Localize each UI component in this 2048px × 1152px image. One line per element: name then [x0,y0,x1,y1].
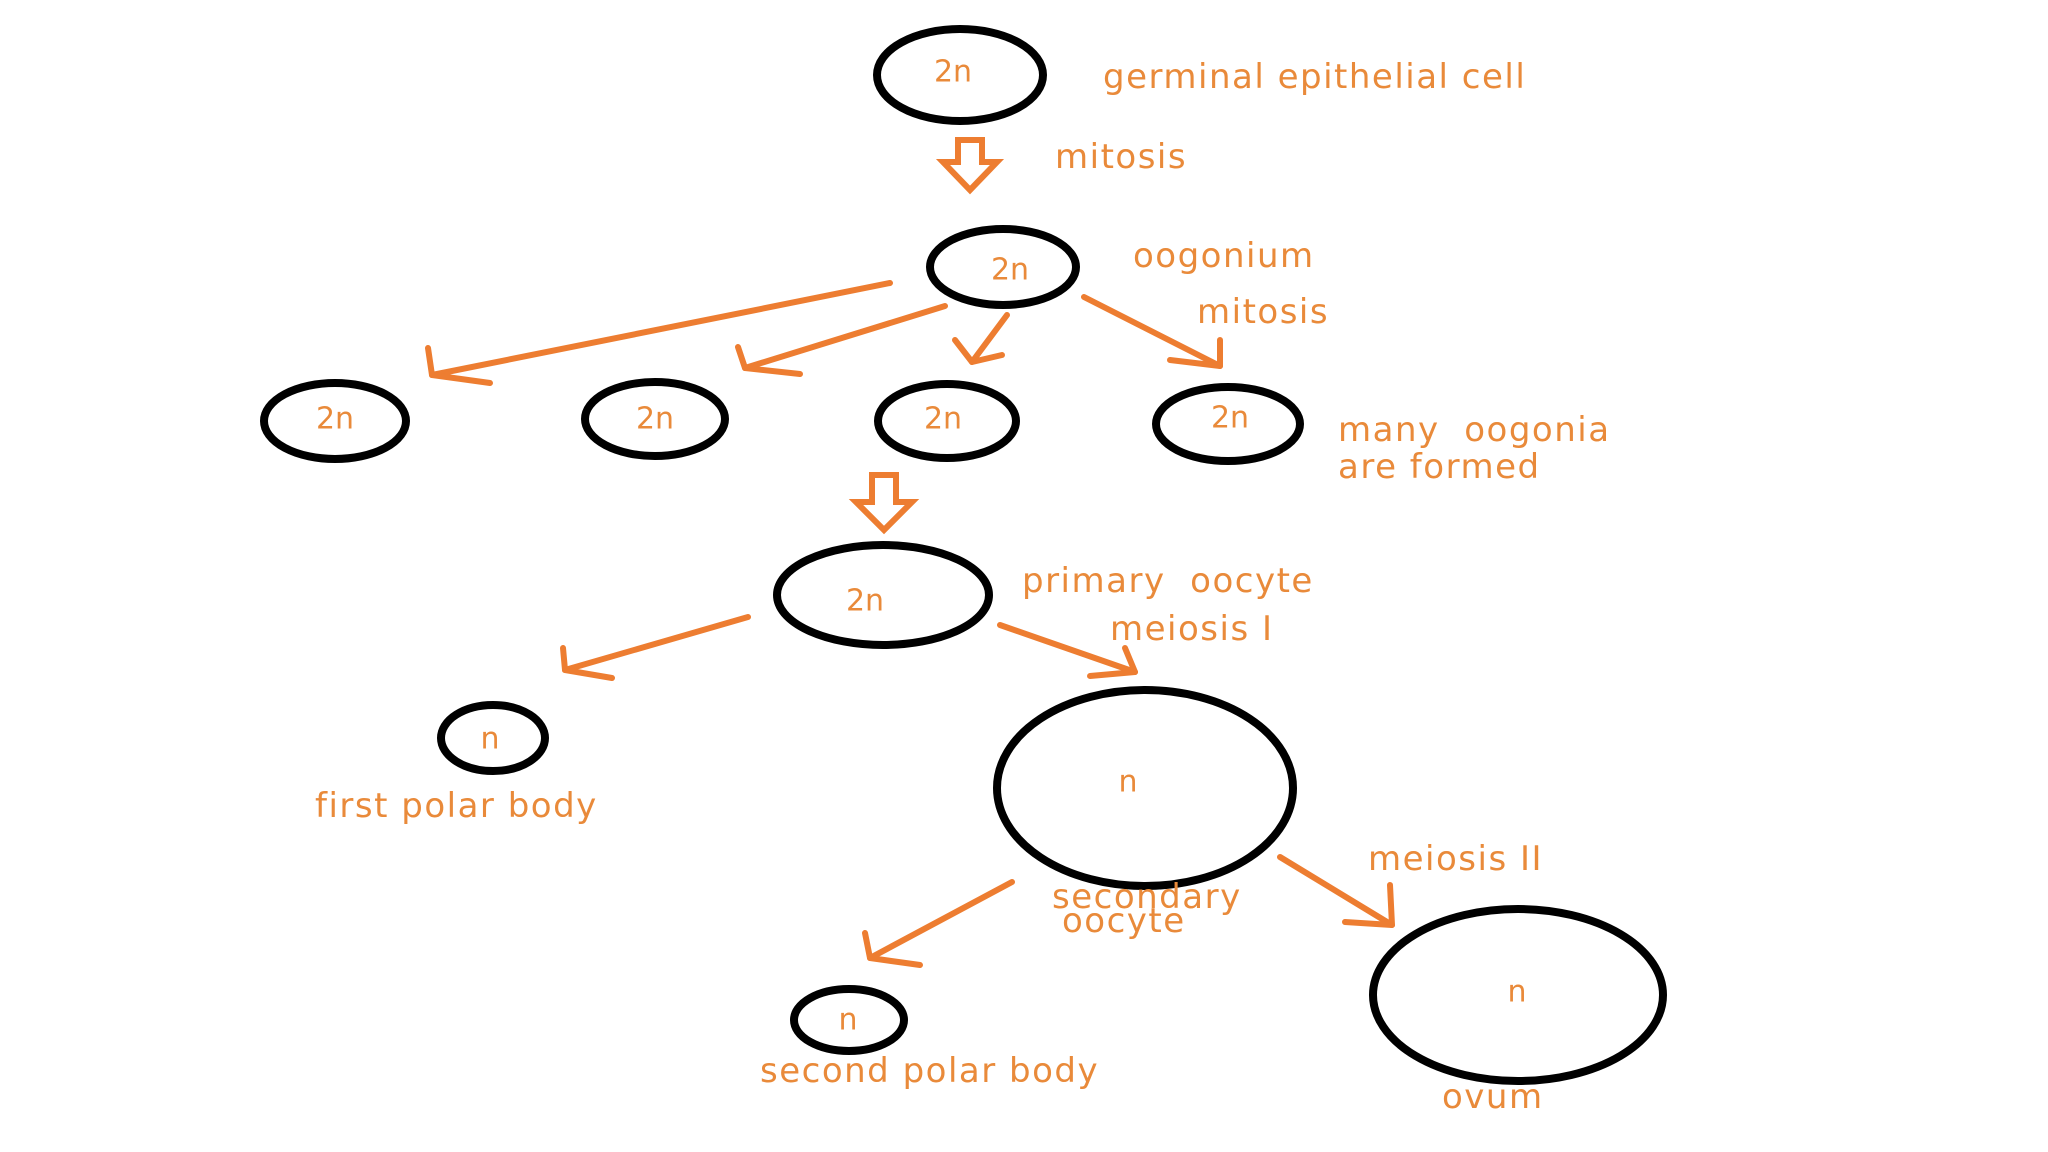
secondary-oocyte-label-line1: secondary [1052,877,1242,917]
many-oogonia-label-line2: are formed [1338,447,1541,487]
mitosis-arrow-2d [1081,294,1223,369]
oogonium-label: oogonium [1133,236,1315,276]
ovum-label: ovum [1442,1077,1544,1117]
growth-arrow [848,472,920,535]
germinal-label: germinal epithelial cell [1103,57,1526,97]
first-polar-body-cell: n [437,701,549,775]
primary-oocyte-cell: 2n [773,541,993,649]
many-oogonia-label-line1: many oogonia [1338,410,1611,450]
mitosis-arrow-2c [952,312,1010,365]
secondary-oocyte-label-line2: oocyte [1062,901,1186,941]
ovum-cell: n [1369,905,1667,1085]
oogonium-4-ploidy: 2n [1211,401,1249,436]
mitosis-arrow-2a [425,280,893,386]
first-polar-body-label: first polar body [315,786,598,826]
secondary-oocyte-ploidy: n [1118,765,1137,800]
meiosis-2-arrow-right [1277,854,1395,928]
second-polar-body-cell: n [790,985,908,1055]
oogonium-3-ploidy: 2n [924,402,962,437]
meiosis-1-label: meiosis I [1110,609,1274,649]
second-polar-body-ploidy: n [838,1003,857,1038]
meiosis-2-label: meiosis II [1368,839,1543,879]
meiosis-1-arrow-right [997,622,1138,679]
primary-oocyte-ploidy: 2n [846,584,884,619]
primary-oocyte-label: primary oocyte [1022,561,1314,601]
oogonium-cell-4: 2n [1152,383,1304,465]
mitosis-label-1: mitosis [1055,137,1187,177]
secondary-oocyte-cell: n [993,686,1297,890]
germinal-ploidy: 2n [934,55,972,90]
second-polar-body-label: second polar body [760,1051,1099,1091]
oogonium-cell-1: 2n [260,379,410,463]
oogonium-cell: 2n [926,225,1080,309]
meiosis-1-arrow-left [560,614,751,681]
meiosis-2-arrow-left [862,879,1015,968]
mitosis-arrow-1 [935,137,1005,195]
oogonium-2-ploidy: 2n [636,402,674,437]
oogonium-cell-2: 2n [581,378,729,460]
germinal-epithelial-cell: 2n [873,25,1047,125]
first-polar-body-ploidy: n [480,722,499,757]
mitosis-arrow-2b [735,303,948,377]
oogonium-ploidy: 2n [991,253,1029,288]
mitosis-label-2: mitosis [1197,292,1329,332]
oogonium-1-ploidy: 2n [316,402,354,437]
ovum-ploidy: n [1507,975,1526,1010]
oogonium-cell-3: 2n [874,380,1020,462]
